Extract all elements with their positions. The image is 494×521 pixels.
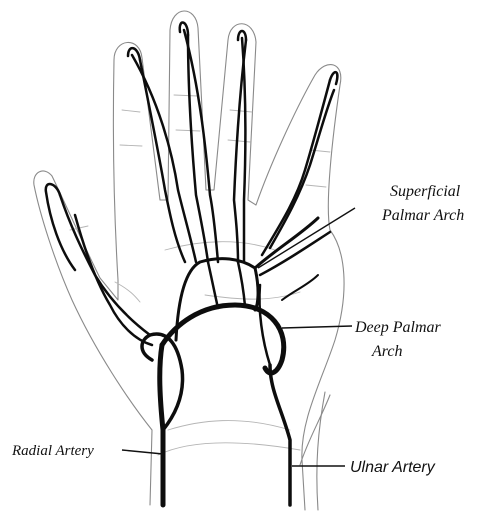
label-radial-artery: Radial Artery: [11, 443, 94, 459]
leader-radial: [122, 450, 163, 454]
ulnar-artery: [270, 365, 290, 505]
superficial-arch-inner2: [238, 262, 245, 306]
digital-artery-little-1: [262, 80, 330, 255]
palm-creases: [70, 95, 330, 455]
label-superficial-line2: Palmar Arch: [381, 207, 464, 224]
radial-artery: [160, 345, 163, 505]
label-ulnar-artery: Ulnar Artery: [350, 459, 436, 476]
artery-network: [46, 23, 338, 505]
label-deep-line1: Deep Palmar: [354, 319, 442, 336]
leader-deep: [282, 326, 352, 328]
superficial-arch-inner: [208, 262, 218, 308]
label-deep-line2: Arch: [371, 343, 403, 360]
ulnar-artery-side: [259, 285, 270, 365]
digital-artery-thumb-2: [75, 215, 152, 345]
digital-artery-little-tip: [330, 72, 337, 84]
digital-artery-index-2: [132, 55, 196, 262]
label-superficial-line1: Superficial: [390, 183, 461, 200]
digital-artery-index-1: [140, 60, 185, 262]
ulnar-palm-branch: [282, 275, 318, 300]
digital-artery-thumb-1: [60, 195, 150, 335]
